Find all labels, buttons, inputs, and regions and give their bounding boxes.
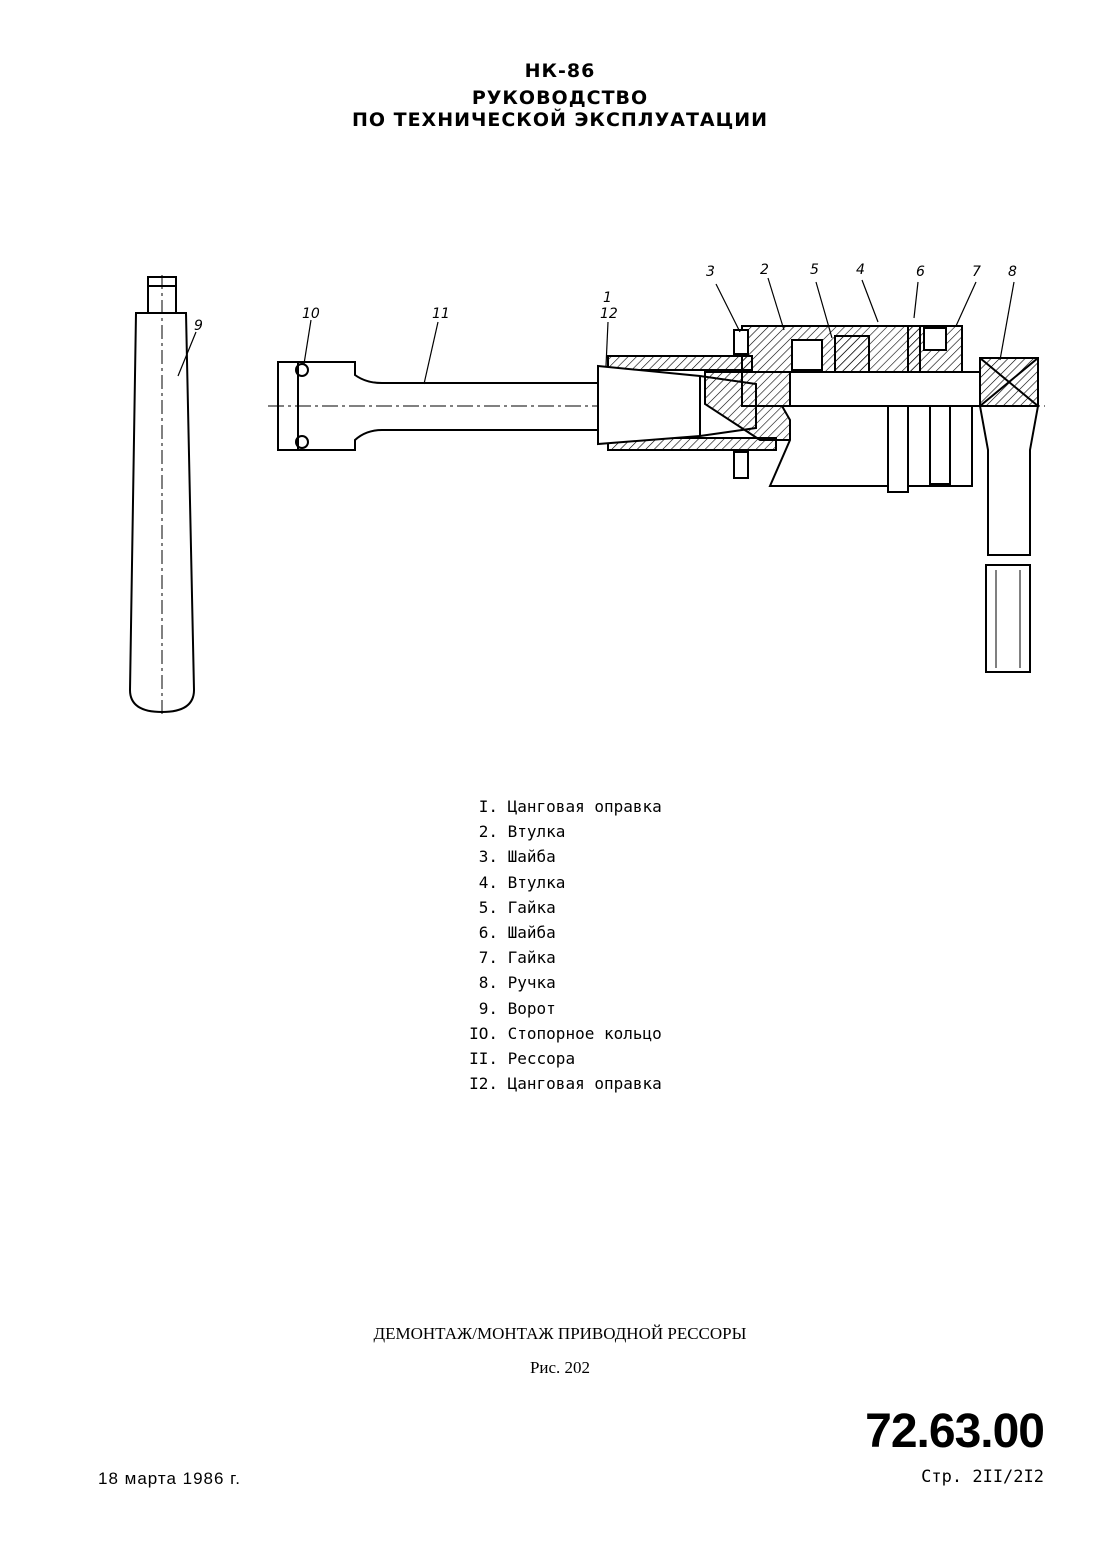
- document-number: 72.63.00: [865, 1405, 1045, 1458]
- callout-1: 1: [603, 290, 612, 306]
- legend-item: 5. Гайка: [478, 897, 556, 917]
- callout-11: 11: [432, 306, 450, 322]
- legend-item: 7. Гайка: [478, 948, 556, 968]
- parts-legend: I. Цанговая оправка 2. Втулка 3. Шайба 4…: [458, 797, 662, 1099]
- legend-item: 4. Втулка: [478, 872, 566, 892]
- legend-item: II. Рессора: [469, 1048, 576, 1068]
- legend-item: 2. Втулка: [478, 822, 566, 842]
- legend-item: 6. Шайба: [478, 922, 556, 942]
- callout-2: 2: [760, 262, 769, 278]
- callout-4: 4: [856, 262, 865, 278]
- callout-12: 12: [600, 306, 618, 322]
- legend-item: 8. Ручка: [478, 973, 556, 993]
- callout-6: 6: [916, 264, 925, 280]
- legend-item: 3. Шайба: [478, 847, 556, 867]
- callout-3: 3: [706, 264, 715, 280]
- figure-title: ДЕМОНТАЖ/МОНТАЖ ПРИВОДНОЙ РЕССОРЫ: [373, 1324, 747, 1343]
- part-vorot: [128, 275, 196, 718]
- part-collet-mandrel: [597, 355, 791, 451]
- legend-item: IO. Стопорное кольцо: [469, 1023, 662, 1043]
- page-number: Стр. 2II/2I2: [921, 1467, 1044, 1487]
- callout-9: 9: [194, 318, 203, 334]
- manual-title-line1: РУКОВОДСТВО: [471, 87, 649, 109]
- legend-item: 9. Ворот: [478, 998, 556, 1018]
- legend-item: I2. Цанговая оправка: [469, 1074, 662, 1094]
- revision-date: 18 марта 1986 г.: [98, 1469, 242, 1488]
- part-gaika: [907, 325, 963, 373]
- legend-item: I. Цанговая оправка: [478, 797, 662, 816]
- callout-7: 7: [972, 264, 981, 280]
- callout-5: 5: [810, 262, 819, 278]
- callout-10: 10: [302, 306, 320, 322]
- figure-number: Рис. 202: [529, 1358, 591, 1377]
- callout-8: 8: [1008, 264, 1017, 280]
- technical-drawing: 3 2 5 4 6 7 8 1 12 10 11 9: [128, 262, 1045, 718]
- part-housing: [733, 325, 981, 493]
- manual-model: НК-86: [524, 60, 596, 82]
- manual-title-line2: ПО ТЕХНИЧЕСКОЙ ЭКСПЛУАТАЦИИ: [351, 109, 769, 131]
- part-ruchka: [978, 357, 1040, 673]
